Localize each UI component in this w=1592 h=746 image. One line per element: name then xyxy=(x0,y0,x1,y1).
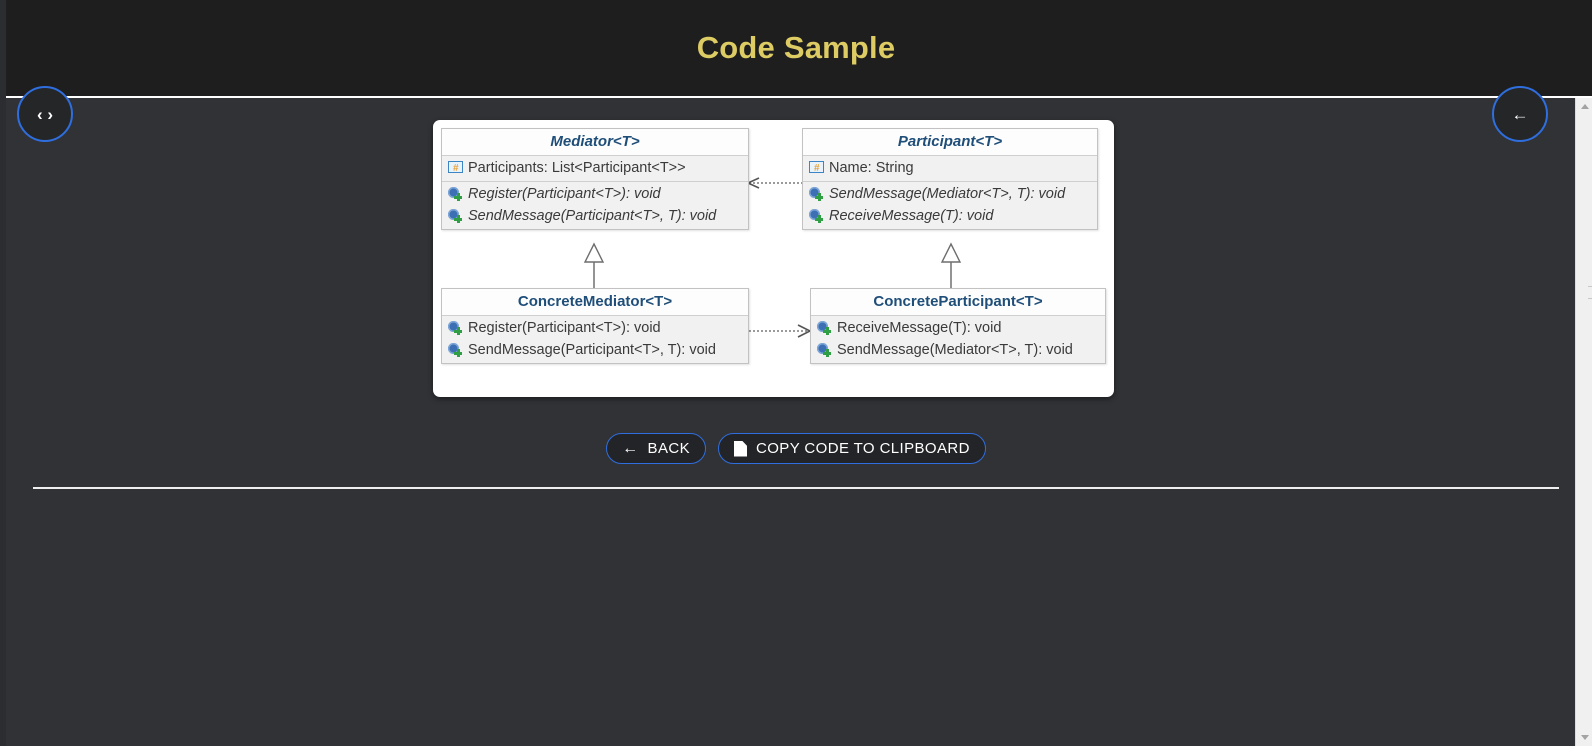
method-icon xyxy=(448,209,463,223)
uml-class-concrete-participant[interactable]: ConcreteParticipant<T> ReceiveMessage(T)… xyxy=(810,288,1106,364)
uml-member-text: SendMessage(Mediator<T>, T): void xyxy=(837,342,1073,358)
copy-code-button-label: COPY CODE TO CLIPBOARD xyxy=(756,440,970,457)
uml-diagram-container: Mediator<T> Participants: List<Participa… xyxy=(433,120,1114,397)
uml-property-row: Name: String xyxy=(803,157,1097,179)
copy-code-button[interactable]: COPY CODE TO CLIPBOARD xyxy=(718,433,986,464)
method-icon xyxy=(448,321,463,335)
action-bar: ← BACK COPY CODE TO CLIPBOARD xyxy=(0,433,1592,464)
uml-method-row: ReceiveMessage(T): void xyxy=(803,205,1097,227)
uml-class-title: Participant<T> xyxy=(803,129,1097,156)
uml-methods-section: Register(Participant<T>): void SendMessa… xyxy=(442,181,748,229)
left-edge-strip xyxy=(0,0,6,746)
uml-member-text: Register(Participant<T>): void xyxy=(468,186,661,202)
back-button-label: BACK xyxy=(647,440,690,457)
uml-member-text: Participants: List<Participant<T>> xyxy=(468,160,686,176)
uml-member-text: SendMessage(Participant<T>, T): void xyxy=(468,208,717,224)
back-button[interactable]: ← BACK xyxy=(606,433,706,464)
uml-property-row: Participants: List<Participant<T>> xyxy=(442,157,748,179)
arrow-left-icon: ← xyxy=(622,439,639,457)
scrollbar-down-arrow[interactable] xyxy=(1576,729,1592,746)
uml-class-participant[interactable]: Participant<T> Name: String SendMessage(… xyxy=(802,128,1098,230)
uml-method-row: ReceiveMessage(T): void xyxy=(811,317,1105,339)
uml-member-text: Register(Participant<T>): void xyxy=(468,320,661,336)
uml-class-title: ConcreteParticipant<T> xyxy=(811,289,1105,316)
code-toggle-button[interactable]: ‹ › xyxy=(17,86,73,142)
uml-class-concrete-mediator[interactable]: ConcreteMediator<T> Register(Participant… xyxy=(441,288,749,364)
uml-methods-section: Register(Participant<T>): void SendMessa… xyxy=(442,316,748,363)
method-icon xyxy=(809,209,824,223)
uml-properties-section: Name: String xyxy=(803,156,1097,181)
page-title: Code Sample xyxy=(696,30,896,65)
scrollbar-up-arrow[interactable] xyxy=(1576,98,1592,115)
property-icon xyxy=(448,161,463,175)
method-icon xyxy=(809,187,824,201)
back-arrow-icon: ← xyxy=(1511,104,1529,124)
method-icon xyxy=(448,187,463,201)
uml-member-text: ReceiveMessage(T): void xyxy=(829,208,994,224)
code-brackets-icon: ‹ › xyxy=(36,104,54,124)
uml-class-title: Mediator<T> xyxy=(442,129,748,156)
uml-methods-section: ReceiveMessage(T): void SendMessage(Medi… xyxy=(811,316,1105,363)
page-header: Code Sample xyxy=(0,0,1592,98)
method-icon xyxy=(448,343,463,357)
uml-method-row: Register(Participant<T>): void xyxy=(442,317,748,339)
uml-properties-section: Participants: List<Participant<T>> xyxy=(442,156,748,181)
uml-class-title: ConcreteMediator<T> xyxy=(442,289,748,316)
uml-member-text: SendMessage(Participant<T>, T): void xyxy=(468,342,716,358)
uml-method-row: SendMessage(Participant<T>, T): void xyxy=(442,339,748,361)
uml-connectors xyxy=(583,177,962,338)
page-scrollbar[interactable] xyxy=(1575,98,1592,746)
method-icon xyxy=(817,343,832,357)
method-icon xyxy=(817,321,832,335)
uml-member-text: SendMessage(Mediator<T>, T): void xyxy=(829,186,1066,202)
uml-member-text: Name: String xyxy=(829,160,914,176)
content-divider xyxy=(33,487,1559,489)
uml-method-row: SendMessage(Mediator<T>, T): void xyxy=(811,339,1105,361)
uml-method-row: SendMessage(Mediator<T>, T): void xyxy=(803,183,1097,205)
uml-diagram: Mediator<T> Participants: List<Participa… xyxy=(433,120,1114,397)
scrollbar-thumb[interactable] xyxy=(1577,116,1592,728)
uml-member-text: ReceiveMessage(T): void xyxy=(837,320,1002,336)
property-icon xyxy=(809,161,824,175)
back-circle-button[interactable]: ← xyxy=(1492,86,1548,142)
uml-method-row: SendMessage(Participant<T>, T): void xyxy=(442,205,748,227)
uml-methods-section: SendMessage(Mediator<T>, T): void Receiv… xyxy=(803,181,1097,229)
document-icon xyxy=(734,441,747,457)
uml-method-row: Register(Participant<T>): void xyxy=(442,183,748,205)
uml-class-mediator[interactable]: Mediator<T> Participants: List<Participa… xyxy=(441,128,749,230)
